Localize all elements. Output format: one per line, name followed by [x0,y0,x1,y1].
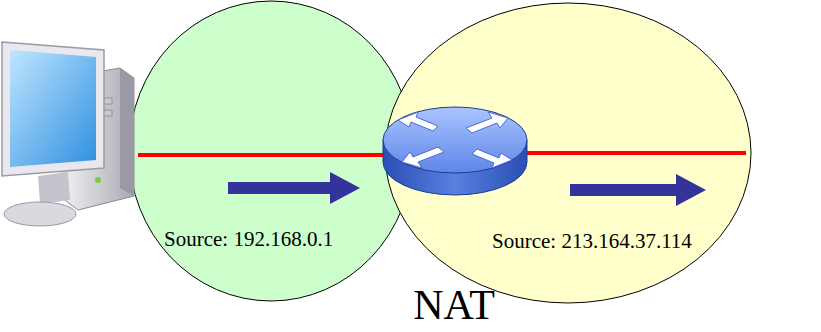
router-symbol [383,107,527,195]
red-link [520,151,746,155]
source-address: Source: 192.168.0.1 [164,228,333,251]
flow-arrow [228,172,360,204]
diagram-title-label: NAT [413,284,495,326]
computer-icon [2,42,134,226]
source-address: Source: 213.164.37.114 [492,230,692,253]
red-link [138,153,392,157]
region-ellipse: Source: 192.168.0.1 [128,0,414,302]
ellipse-outline [128,0,414,302]
flow-arrow [570,174,706,206]
